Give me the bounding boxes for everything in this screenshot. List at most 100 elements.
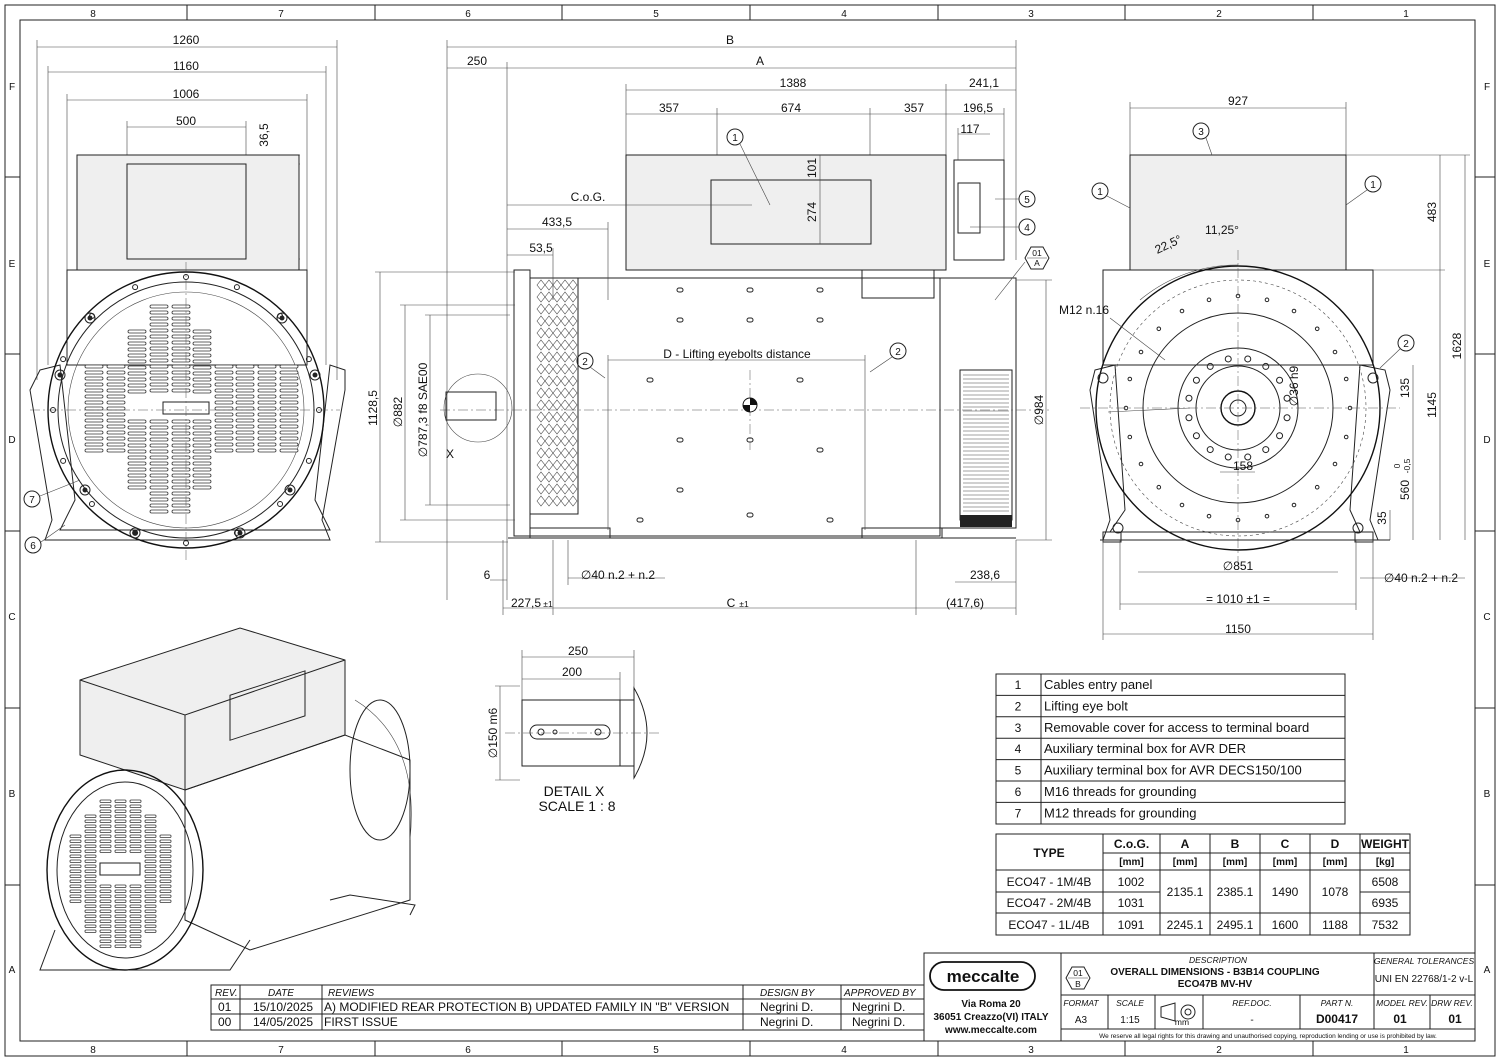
dim-table-cog: 1031 [1118, 896, 1145, 910]
dim-483: 483 [1425, 202, 1439, 222]
dim-227-5: 227,5 [511, 596, 541, 610]
detail-x-dim-200: 200 [562, 665, 582, 679]
zone-row-right-B: B [1484, 789, 1491, 800]
rev-hex-bottom: A [1034, 258, 1040, 268]
model-rev-label: MODEL REV. [1376, 998, 1428, 1008]
dim-d40-side: ∅40 n.2 + n.2 [581, 568, 656, 582]
dimension-table: TYPEC.o.G.[mm]A[mm]B[mm]C[mm]D[mm]WEIGHT… [995, 833, 1411, 936]
zone-col-bottom-4: 4 [841, 1045, 847, 1056]
dim-53-5: 53,5 [529, 241, 553, 255]
dim-101: 101 [805, 158, 819, 178]
dim-table-header-cog: C.o.G. [1114, 837, 1149, 851]
zone-col-top-6: 6 [465, 9, 471, 20]
detail-x-scale: SCALE 1 : 8 [538, 798, 615, 814]
dim-table-unit: [mm] [1223, 857, 1247, 868]
zone-col-bottom-6: 6 [465, 1045, 471, 1056]
tb-hex-top: 01 [1073, 968, 1083, 978]
legend-number-1: 1 [1015, 678, 1022, 692]
drw-rev-value: 01 [1448, 1012, 1462, 1026]
model-rev-value: 01 [1393, 1012, 1407, 1026]
label-lifting-distance: D - Lifting eyebolts distance [663, 347, 811, 361]
legend-text-4: Auxiliary terminal box for AVR DER [1044, 741, 1246, 756]
part-number-label: PART N. [1321, 998, 1354, 1008]
dim-241-1: 241,1 [969, 76, 999, 90]
rev-00-number: 00 [218, 1015, 232, 1029]
meccalte-logo [929, 961, 1036, 991]
zone-col-top-7: 7 [278, 9, 284, 20]
general-tolerances-value: UNI EN 22768/1-2 v-L [1375, 974, 1474, 985]
projection-symbol-icon [1160, 1002, 1196, 1022]
zone-col-top-5: 5 [653, 9, 659, 20]
rev-header-design: DESIGN BY [760, 988, 816, 999]
rev-01-number: 01 [218, 1000, 232, 1014]
refdoc-label: REF.DOC. [1232, 998, 1272, 1008]
callout-1-side: 1 [732, 133, 738, 144]
dim-6: 6 [484, 568, 491, 582]
dim-table-merged-B: 2385.1 [1217, 885, 1254, 899]
rev-hex-top: 01 [1032, 248, 1042, 258]
mm-unit: mm [1175, 1017, 1189, 1027]
zone-row-left-A: A [9, 965, 16, 976]
zone-row-left-F: F [9, 82, 15, 93]
legend-text-3: Removable cover for access to terminal b… [1044, 720, 1309, 735]
dim-table-l-C: 1600 [1272, 918, 1299, 932]
zone-row-left-D: D [8, 435, 15, 446]
zone-col-bottom-2: 2 [1216, 1045, 1222, 1056]
isometric-view [39, 627, 416, 971]
callout-1-rear-left: 1 [1097, 187, 1103, 198]
zone-col-bottom-3: 3 [1028, 1045, 1034, 1056]
zone-col-top-4: 4 [841, 9, 847, 20]
general-tolerances-label: GENERAL TOLERANCES [1374, 956, 1475, 966]
dim-1010: = 1010 ±1 = [1206, 592, 1270, 606]
dim-C-tol: ±1 [739, 599, 749, 609]
legend-text-7: M12 threads for grounding [1044, 805, 1196, 820]
dim-table-weight: 7532 [1372, 918, 1399, 932]
refdoc-value: - [1250, 1015, 1253, 1026]
dim-table-cog: 1091 [1118, 918, 1145, 932]
rev-01-approved: Negrini D. [852, 1000, 905, 1014]
dim-table-unit: [mm] [1173, 857, 1197, 868]
dim-table-merged-C: 1490 [1272, 885, 1299, 899]
dim-table-merged-D: 1078 [1322, 885, 1349, 899]
detail-x-dim-d150: ∅150 m6 [486, 707, 500, 758]
dim-d40-rear: ∅40 n.2 + n.2 [1384, 571, 1459, 585]
scale-value: 1:15 [1120, 1015, 1140, 1026]
callout-2-side-left: 2 [582, 357, 588, 368]
dim-674: 674 [781, 101, 801, 115]
revision-table: REV. DATE REVIEWS DESIGN BY APPROVED BY … [210, 984, 925, 1031]
dim-B: B [726, 33, 734, 47]
legend-text-6: M16 threads for grounding [1044, 784, 1196, 799]
rev-header-reviews: REVIEWS [328, 988, 374, 999]
dim-274: 274 [805, 202, 819, 222]
dim-560-tol-lo: -0,5 [1402, 458, 1412, 473]
company-address-2: 36051 Creazzo(VI) ITALY [933, 1012, 1048, 1023]
legend-text-1: Cables entry panel [1044, 677, 1153, 692]
dim-357-left: 357 [659, 101, 679, 115]
dim-table-unit: [mm] [1323, 857, 1347, 868]
dim-d36-h9: ∅36 h9 [1287, 365, 1301, 406]
dim-table-type: ECO47 - 1L/4B [1008, 918, 1089, 932]
dim-table-merged-A: 2135.1 [1167, 885, 1204, 899]
callout-5-side: 5 [1024, 195, 1030, 206]
zone-col-bottom-1: 1 [1403, 1045, 1409, 1056]
legend-number-4: 4 [1015, 742, 1022, 756]
zone-col-bottom-8: 8 [90, 1045, 96, 1056]
dim-table-header-a: A [1181, 837, 1190, 851]
zone-row-right-E: E [1484, 259, 1491, 270]
dim-1160: 1160 [173, 59, 199, 73]
zone-col-top-8: 8 [90, 9, 96, 20]
legend-number-6: 6 [1015, 785, 1022, 799]
copyright-notice: We reserve all legal rights for this dra… [1099, 1033, 1437, 1040]
callout-7: 7 [29, 495, 35, 506]
dim-table-unit: [kg] [1376, 857, 1394, 868]
dim-1260: 1260 [173, 33, 200, 47]
dim-1628: 1628 [1450, 332, 1464, 359]
legend-number-7: 7 [1015, 806, 1022, 820]
logo-text: meccalte [947, 967, 1020, 986]
zone-col-top-1: 1 [1403, 9, 1409, 20]
dim-11-25-deg: 11,25° [1205, 223, 1239, 237]
title-block: meccalte Via Roma 20 36051 Creazzo(VI) I… [923, 952, 1476, 1042]
dim-table-header-c: C [1281, 837, 1290, 851]
rev-header-date: DATE [268, 988, 294, 999]
